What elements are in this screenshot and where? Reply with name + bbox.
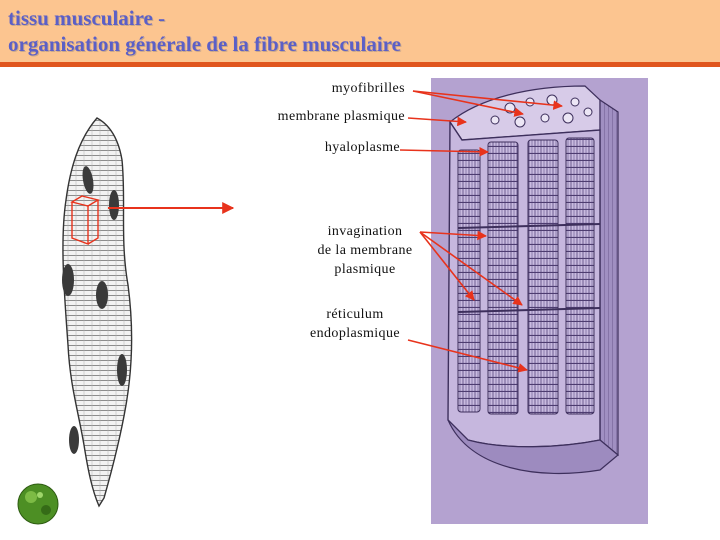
label-hyaloplasme: hyaloplasme [290,138,400,157]
myofibril-column [488,142,518,414]
label-myofibrilles: myofibrilles [300,79,405,98]
label-reticulum: réticulum endoplasmique [302,305,408,343]
myofibril-column [458,150,480,412]
label-invagination-line-2: de la membrane [305,241,425,260]
label-invagination: invagination de la membrane plasmique [305,222,425,279]
block-side-face [600,100,618,455]
label-invagination-line-1: invagination [305,222,425,241]
label-reticulum-line-1: réticulum [302,305,408,324]
label-reticulum-line-2: endoplasmique [302,324,408,343]
label-invagination-line-3: plasmique [305,260,425,279]
corner-logo [18,484,58,524]
label-membrane-plasmique: membrane plasmique [245,107,405,126]
myofibril-column [566,138,594,414]
fiber-section-block [431,78,648,524]
muscle-fiber-illustration [62,118,132,506]
myofibril-column [528,140,558,414]
